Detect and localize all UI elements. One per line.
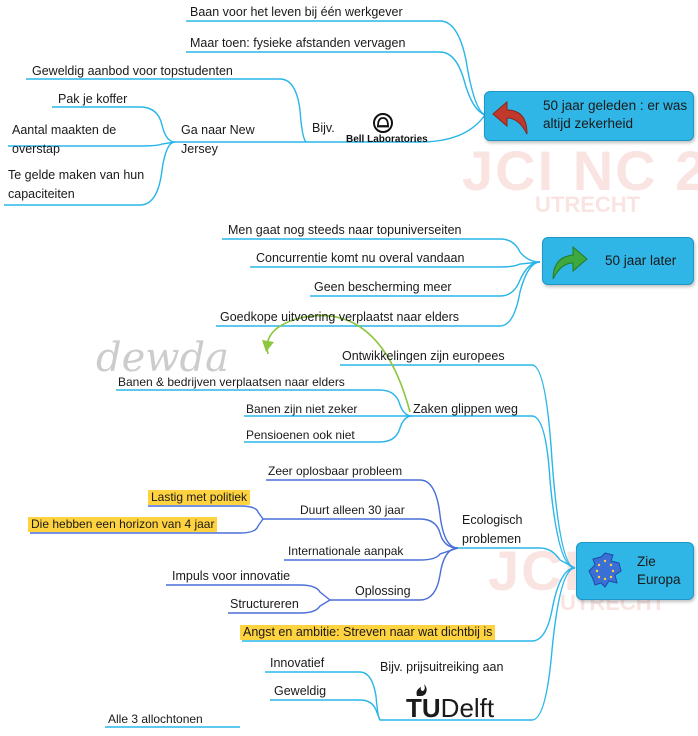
node-geen-bescherming[interactable]: Geen bescherming meer <box>314 280 452 294</box>
tudelft-flame-icon <box>416 684 427 696</box>
node-impuls-innovatie[interactable]: Impuls voor innovatie <box>172 569 291 583</box>
node-internationale-aanpak[interactable]: Internationale aanpak <box>288 544 404 558</box>
watermark-handwriting: dewda <box>96 335 229 381</box>
node-goedkope-uitvoering[interactable]: Goedkope uitvoering verplaatst naar elde… <box>220 310 460 324</box>
back-arrow-icon <box>492 100 528 135</box>
topic-zie-europa[interactable]: Zie Europa <box>576 542 694 600</box>
node-innovatief[interactable]: Innovatief <box>270 656 325 670</box>
bell-logo-icon <box>373 113 393 133</box>
node-banen-bedrijven[interactable]: Banen & bedrijven verplaatsen naar elder… <box>118 375 345 389</box>
node-concurrentie[interactable]: Concurrentie komt nu overal vandaan <box>256 251 465 265</box>
tudelft-logo: TUDelft <box>406 693 494 724</box>
node-zeer-oplosbaar[interactable]: Zeer oplosbaar probleem <box>268 464 403 478</box>
node-angst-en-ambitie[interactable]: Angst en ambitie: Streven naar wat dicht… <box>240 625 496 640</box>
topic-zie-europa-label: Zie Europa <box>637 554 681 587</box>
node-duurt-30-jaar[interactable]: Duurt alleen 30 jaar <box>300 503 405 517</box>
node-lastig-met-politiek[interactable]: Lastig met politiek <box>148 490 251 505</box>
node-bijv-prijsuitreiking[interactable]: Bijv. prijsuitreiking aan <box>380 660 504 674</box>
node-baan-voor-het-leven[interactable]: Baan voor het leven bij één werkgever <box>190 5 403 19</box>
forward-arrow-icon <box>552 245 588 280</box>
tudelft-logo-delft: Delft <box>440 693 495 723</box>
node-pak-je-koffer[interactable]: Pak je koffer <box>58 92 128 106</box>
tudelft-logo-tu: TU <box>406 693 441 723</box>
node-ontwikkelingen[interactable]: Ontwikkelingen zijn europees <box>342 349 505 363</box>
node-ecologisch-problemen[interactable]: Ecologisch problemen <box>462 513 523 546</box>
watermark-event-top: JCI NC 2010 <box>462 139 698 202</box>
bell-laboratories-logo: Bell Laboratories <box>346 134 428 145</box>
node-topuniversiteiten[interactable]: Men gaat nog steeds naar topuniverseiten <box>228 223 462 237</box>
node-horizon-4-jaar[interactable]: Die hebben een horizon van 4 jaar <box>28 517 218 532</box>
node-alle-3-allochtonen[interactable]: Alle 3 allochtonen <box>108 712 203 726</box>
node-banen-niet-zeker[interactable]: Banen zijn niet zeker <box>246 402 358 416</box>
node-pensioenen[interactable]: Pensioenen ook niet <box>246 428 355 442</box>
node-te-gelde-maken[interactable]: Te gelde maken van hun capaciteiten <box>8 168 145 201</box>
topic-50-jaar-geleden-label: 50 jaar geleden : er was altijd zekerhei… <box>543 98 688 131</box>
node-bijv-bell[interactable]: Bijv. <box>312 121 335 135</box>
node-ga-naar-new-jersey[interactable]: Ga naar New Jersey <box>181 123 255 156</box>
node-geweldig[interactable]: Geweldig <box>274 684 327 698</box>
node-oplossing[interactable]: Oplossing <box>355 584 411 598</box>
node-aantal-maakten[interactable]: Aantal maakten de overstap <box>12 123 117 156</box>
topic-50-jaar-later[interactable]: 50 jaar later <box>542 237 694 285</box>
node-fysieke-afstanden[interactable]: Maar toen: fysieke afstanden vervagen <box>190 36 406 50</box>
node-zaken-glippen-weg[interactable]: Zaken glippen weg <box>413 402 518 416</box>
node-structureren[interactable]: Structureren <box>230 597 299 611</box>
topic-50-jaar-later-label: 50 jaar later <box>605 253 677 268</box>
europe-map-icon <box>588 552 622 588</box>
topic-50-jaar-geleden[interactable]: 50 jaar geleden : er was altijd zekerhei… <box>484 91 694 141</box>
watermark-city-top: UTRECHT <box>535 192 641 217</box>
node-geweldig-aanbod[interactable]: Geweldig aanbod voor topstudenten <box>32 64 233 78</box>
